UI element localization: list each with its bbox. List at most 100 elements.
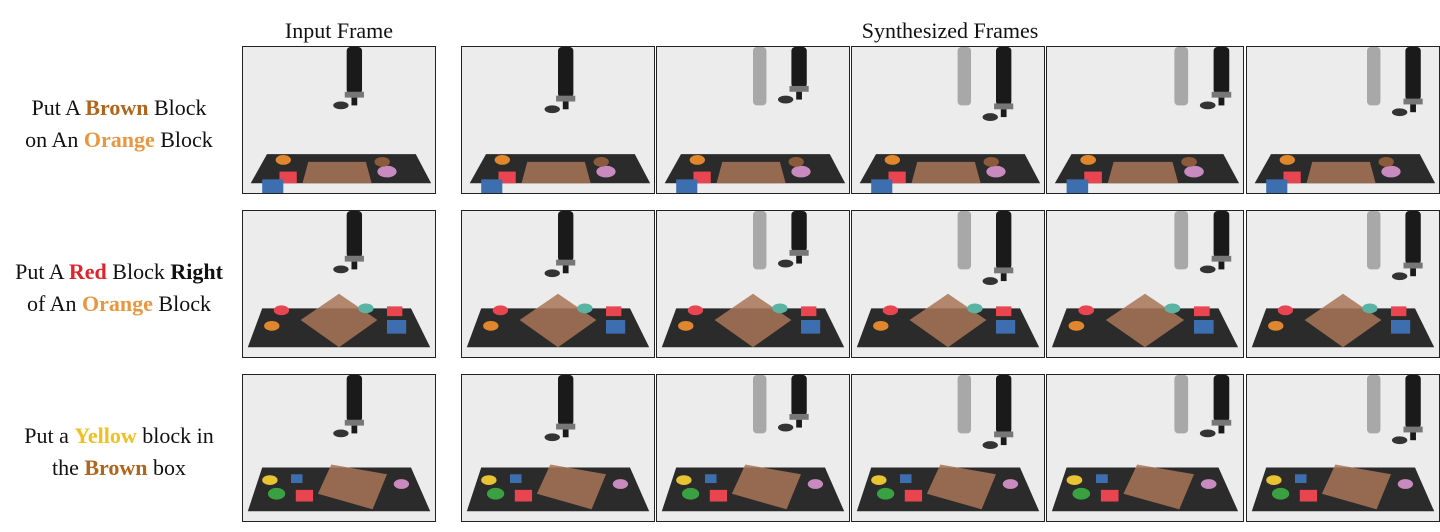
blue-tray: [387, 320, 407, 334]
robot-joint: [994, 267, 1014, 274]
brown-bowl: [983, 156, 999, 167]
pink-bowl: [791, 165, 811, 178]
brown-tray: [1321, 464, 1391, 510]
blue-tray: [606, 320, 626, 334]
pink-bowl: [807, 479, 824, 489]
robot-base: [333, 265, 349, 274]
ghost-robot-link: [1367, 47, 1381, 106]
red-tray: [514, 489, 533, 502]
red-tray: [1194, 306, 1210, 317]
blue-tray: [291, 474, 303, 484]
robot-base: [544, 269, 560, 278]
brown-tray: [926, 464, 996, 510]
orange-bowl: [264, 320, 280, 331]
gripper: [1218, 425, 1225, 434]
red-tray: [709, 489, 728, 502]
red-tray: [1299, 489, 1318, 502]
orange-bowl: [873, 320, 889, 331]
red-tray: [279, 171, 297, 184]
blue-tray: [1194, 320, 1214, 334]
instruction-text: box: [147, 455, 187, 480]
robot-base: [1391, 272, 1408, 281]
instruction-text: Put A: [31, 95, 86, 120]
gripper: [1218, 97, 1225, 106]
red-tray: [1084, 171, 1102, 184]
yellow-bowl: [481, 475, 497, 485]
synthesized-frame-image: [1246, 46, 1440, 194]
synthesized-frame-image: [851, 374, 1045, 522]
green-bowl: [1271, 487, 1290, 500]
robot-joint: [556, 95, 576, 102]
robot-joint: [1211, 255, 1232, 262]
green-bowl: [681, 487, 700, 500]
robot-joint: [789, 85, 809, 92]
input-frame-image: [242, 210, 436, 358]
robot-link: [1405, 211, 1421, 265]
robot-base: [982, 277, 998, 285]
red-bowl: [273, 305, 290, 316]
pink-bowl: [1381, 165, 1401, 178]
synthesized-frame-image: [1046, 46, 1244, 194]
instruction-keyword: Red: [68, 259, 107, 284]
synthesized-frame-image: [656, 374, 850, 522]
pink-bowl: [393, 479, 410, 489]
teal-bowl: [1362, 303, 1378, 314]
red-bowl: [882, 305, 899, 316]
brown-tray: [714, 293, 792, 348]
synthesized-frame-image: [851, 46, 1045, 194]
robot-base: [777, 95, 794, 104]
robot-link: [791, 47, 807, 88]
instruction-text: Put a: [24, 423, 75, 448]
ghost-robot-link: [957, 211, 972, 270]
input-frame-header: Input Frame: [284, 18, 394, 43]
robot-base: [1199, 265, 1216, 274]
red-tray: [295, 489, 314, 502]
red-tray: [1283, 171, 1301, 184]
robot-joint: [344, 91, 364, 98]
brown-bowl: [1181, 156, 1197, 167]
brown-bowl: [593, 156, 609, 167]
red-tray: [606, 306, 622, 317]
robot-base: [1199, 101, 1216, 110]
red-tray: [996, 306, 1012, 317]
red-tray: [498, 171, 516, 184]
gripper: [1000, 437, 1007, 446]
blue-tray: [1066, 179, 1089, 193]
input-frame-image: [242, 46, 436, 194]
robot-joint: [1403, 426, 1423, 433]
instruction-keyword: Orange: [83, 127, 155, 152]
gripper: [1410, 104, 1416, 113]
robot-link: [1213, 375, 1230, 422]
orange-bowl: [1080, 155, 1096, 165]
synthesized-frame-image: [461, 374, 655, 522]
robot-link: [1405, 47, 1421, 101]
green-bowl: [1072, 487, 1091, 500]
red-tray: [888, 171, 906, 184]
robot-arm: [544, 211, 576, 278]
gripper: [796, 255, 802, 264]
brown-tray: [1105, 293, 1185, 348]
robot-link: [346, 211, 363, 258]
instruction-keyword: Yellow: [74, 423, 137, 448]
gripper: [351, 261, 358, 270]
robot-base: [982, 441, 998, 449]
red-bowl: [1277, 305, 1294, 316]
red-bowl: [492, 305, 509, 316]
instruction-text: of An: [27, 291, 83, 316]
pink-bowl: [986, 165, 1006, 178]
green-bowl: [486, 487, 505, 500]
yellow-bowl: [676, 475, 692, 485]
robot-link: [558, 375, 574, 426]
brown-tray: [521, 161, 591, 184]
robot-base: [982, 113, 998, 121]
ghost-robot-link: [1174, 211, 1189, 270]
brown-tray: [300, 293, 378, 348]
blue-tray: [705, 474, 717, 484]
robot-arm: [333, 47, 364, 110]
gripper: [351, 97, 358, 106]
brown-tray: [909, 293, 987, 348]
teal-bowl: [1164, 303, 1181, 314]
teal-bowl: [358, 303, 374, 314]
synthesized-frame-image: [1046, 210, 1244, 358]
robot-link: [558, 211, 574, 262]
